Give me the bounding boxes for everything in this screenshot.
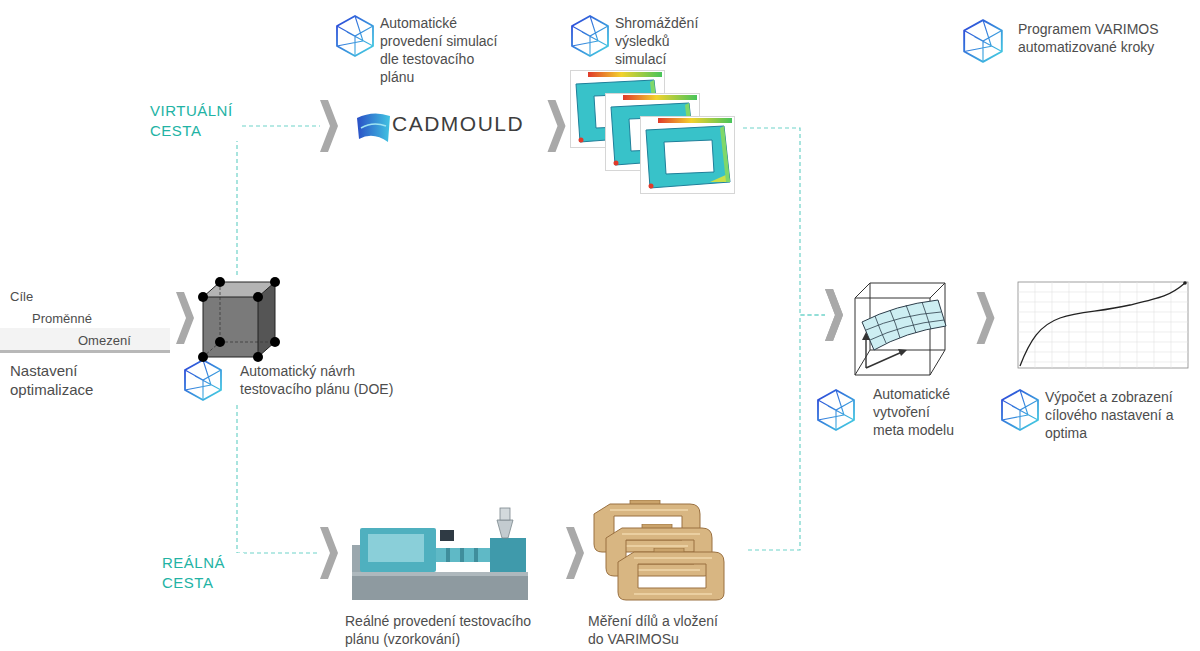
injection-molding-machine	[352, 508, 528, 600]
automation-icons	[185, 360, 221, 400]
automation-icons	[337, 16, 373, 56]
doe-cube	[203, 282, 275, 357]
settings-underline	[0, 350, 170, 353]
process-step: Automatický návrh testovacího plánu (DOE…	[200, 275, 410, 405]
meta-model-cube	[866, 302, 944, 343]
injection-molding-machine	[368, 534, 424, 562]
process-step: Automatické provedení simulací dle testo…	[345, 10, 545, 152]
doe-cube	[198, 292, 208, 302]
process-step: CíleProměnnéOmezeníNastavení optimalizac…	[4, 285, 170, 405]
cadmould-logo-mark	[361, 124, 386, 128]
optimum-chart	[1018, 282, 1188, 368]
molded-parts	[594, 500, 724, 600]
doe-cube	[215, 337, 225, 347]
cadmould-logo-mark	[357, 113, 390, 142]
meta-model-cube	[855, 283, 945, 375]
process-step: Shromáždění výsledků simulací	[568, 10, 743, 195]
injection-molding-machine	[446, 548, 450, 562]
step-caption: Výpočet a zobrazení cílového nastavení a…	[1045, 388, 1177, 442]
cadmould-logo-mark	[357, 113, 390, 142]
injection-molding-machine	[460, 548, 464, 562]
step-caption: Automatický návrh testovacího plánu (DOE…	[240, 362, 405, 398]
doe-cube	[198, 277, 280, 362]
flow-connector	[237, 100, 338, 275]
optimum-chart	[1018, 282, 1188, 368]
injection-molding-machine	[436, 548, 494, 562]
doe-cube	[270, 337, 280, 347]
flow-connector	[237, 405, 338, 579]
simulation-results	[641, 117, 735, 194]
process-step: Výpočet a zobrazení cílového nastavení a…	[1010, 278, 1195, 468]
flow-chevron	[977, 292, 995, 344]
flow-connector	[743, 128, 843, 341]
dashed-path	[237, 405, 320, 553]
doe-cube	[203, 282, 275, 357]
injection-molding-machine	[440, 530, 454, 541]
flow-chevron	[320, 527, 338, 579]
step-caption: Automatické vytvoření meta modelu	[873, 385, 959, 439]
automation-icons	[1002, 390, 1038, 430]
injection-molding-machine	[474, 548, 478, 562]
flow-connector	[548, 100, 566, 152]
step-caption: Reálné provedení testovacího plánu (vzor…	[345, 612, 560, 648]
path-label: VIRTUÁLNÍ CESTA	[148, 101, 240, 141]
legend-text: Programem VARIMOS automatizované kroky	[1018, 20, 1188, 56]
doe-cube	[215, 277, 225, 287]
process-step: Měření dílů a vložení do VARIMOSu	[588, 500, 748, 650]
flow-chevron	[548, 100, 566, 152]
path-label: REÁLNÁ CESTA	[160, 553, 244, 593]
automation-icons	[818, 390, 854, 430]
molded-parts	[618, 548, 724, 600]
step-caption: Proměnné	[32, 311, 122, 327]
simulation-results	[571, 71, 735, 194]
meta-model-cube	[866, 336, 902, 368]
injection-molding-machine	[352, 572, 528, 600]
doe-cube	[203, 297, 258, 357]
step-caption: Cíle	[10, 289, 80, 305]
flow-connector	[977, 292, 995, 344]
optimum-chart	[1020, 283, 1185, 366]
injection-molding-machine	[352, 572, 528, 576]
automation-icons	[185, 16, 1038, 430]
optimum-chart	[1183, 281, 1187, 285]
process-step: Reálné provedení testovacího plánu (vzor…	[345, 505, 562, 650]
dashed-path	[237, 126, 320, 275]
automation-icons	[572, 16, 608, 56]
step-caption: Nastavení optimalizace	[10, 361, 150, 399]
legend-entry: Programem VARIMOS automatizované kroky	[1018, 20, 1188, 56]
doe-cube	[270, 277, 280, 287]
step-caption: Měření dílů a vložení do VARIMOSu	[588, 612, 728, 648]
flow-connector	[748, 289, 843, 550]
process-step: Automatické vytvoření meta modelu	[850, 280, 961, 450]
flow-chevron	[825, 289, 843, 341]
injection-molding-machine	[497, 520, 513, 538]
step-caption: Omezení	[78, 333, 163, 349]
meta-model-cube	[862, 300, 946, 350]
flow-connector	[566, 527, 584, 579]
injection-molding-machine	[490, 538, 526, 572]
injection-molding-machine	[360, 528, 436, 572]
flow-chevron	[320, 100, 338, 152]
doe-cube	[198, 352, 208, 362]
settings-underline	[0, 328, 170, 350]
step-caption: Shromáždění výsledků simulací	[615, 14, 719, 68]
injection-molding-machine	[500, 508, 510, 520]
settings-underline	[0, 328, 170, 353]
automation-icons	[964, 20, 1002, 62]
optimum-chart	[1018, 281, 1188, 368]
meta-model-cube	[862, 332, 907, 356]
meta-model-cube	[855, 283, 946, 375]
flow-chevron	[825, 289, 843, 341]
flow-connector	[176, 292, 194, 344]
dashed-path	[743, 128, 825, 315]
flow-chevron	[176, 292, 194, 344]
software-logo: CADMOULD	[392, 111, 542, 137]
doe-cube	[253, 292, 263, 302]
step-caption: Automatické provedení simulací dle testo…	[380, 14, 508, 86]
doe-cube	[253, 352, 263, 362]
dashed-path	[748, 315, 825, 550]
flow-chevron	[566, 527, 584, 579]
